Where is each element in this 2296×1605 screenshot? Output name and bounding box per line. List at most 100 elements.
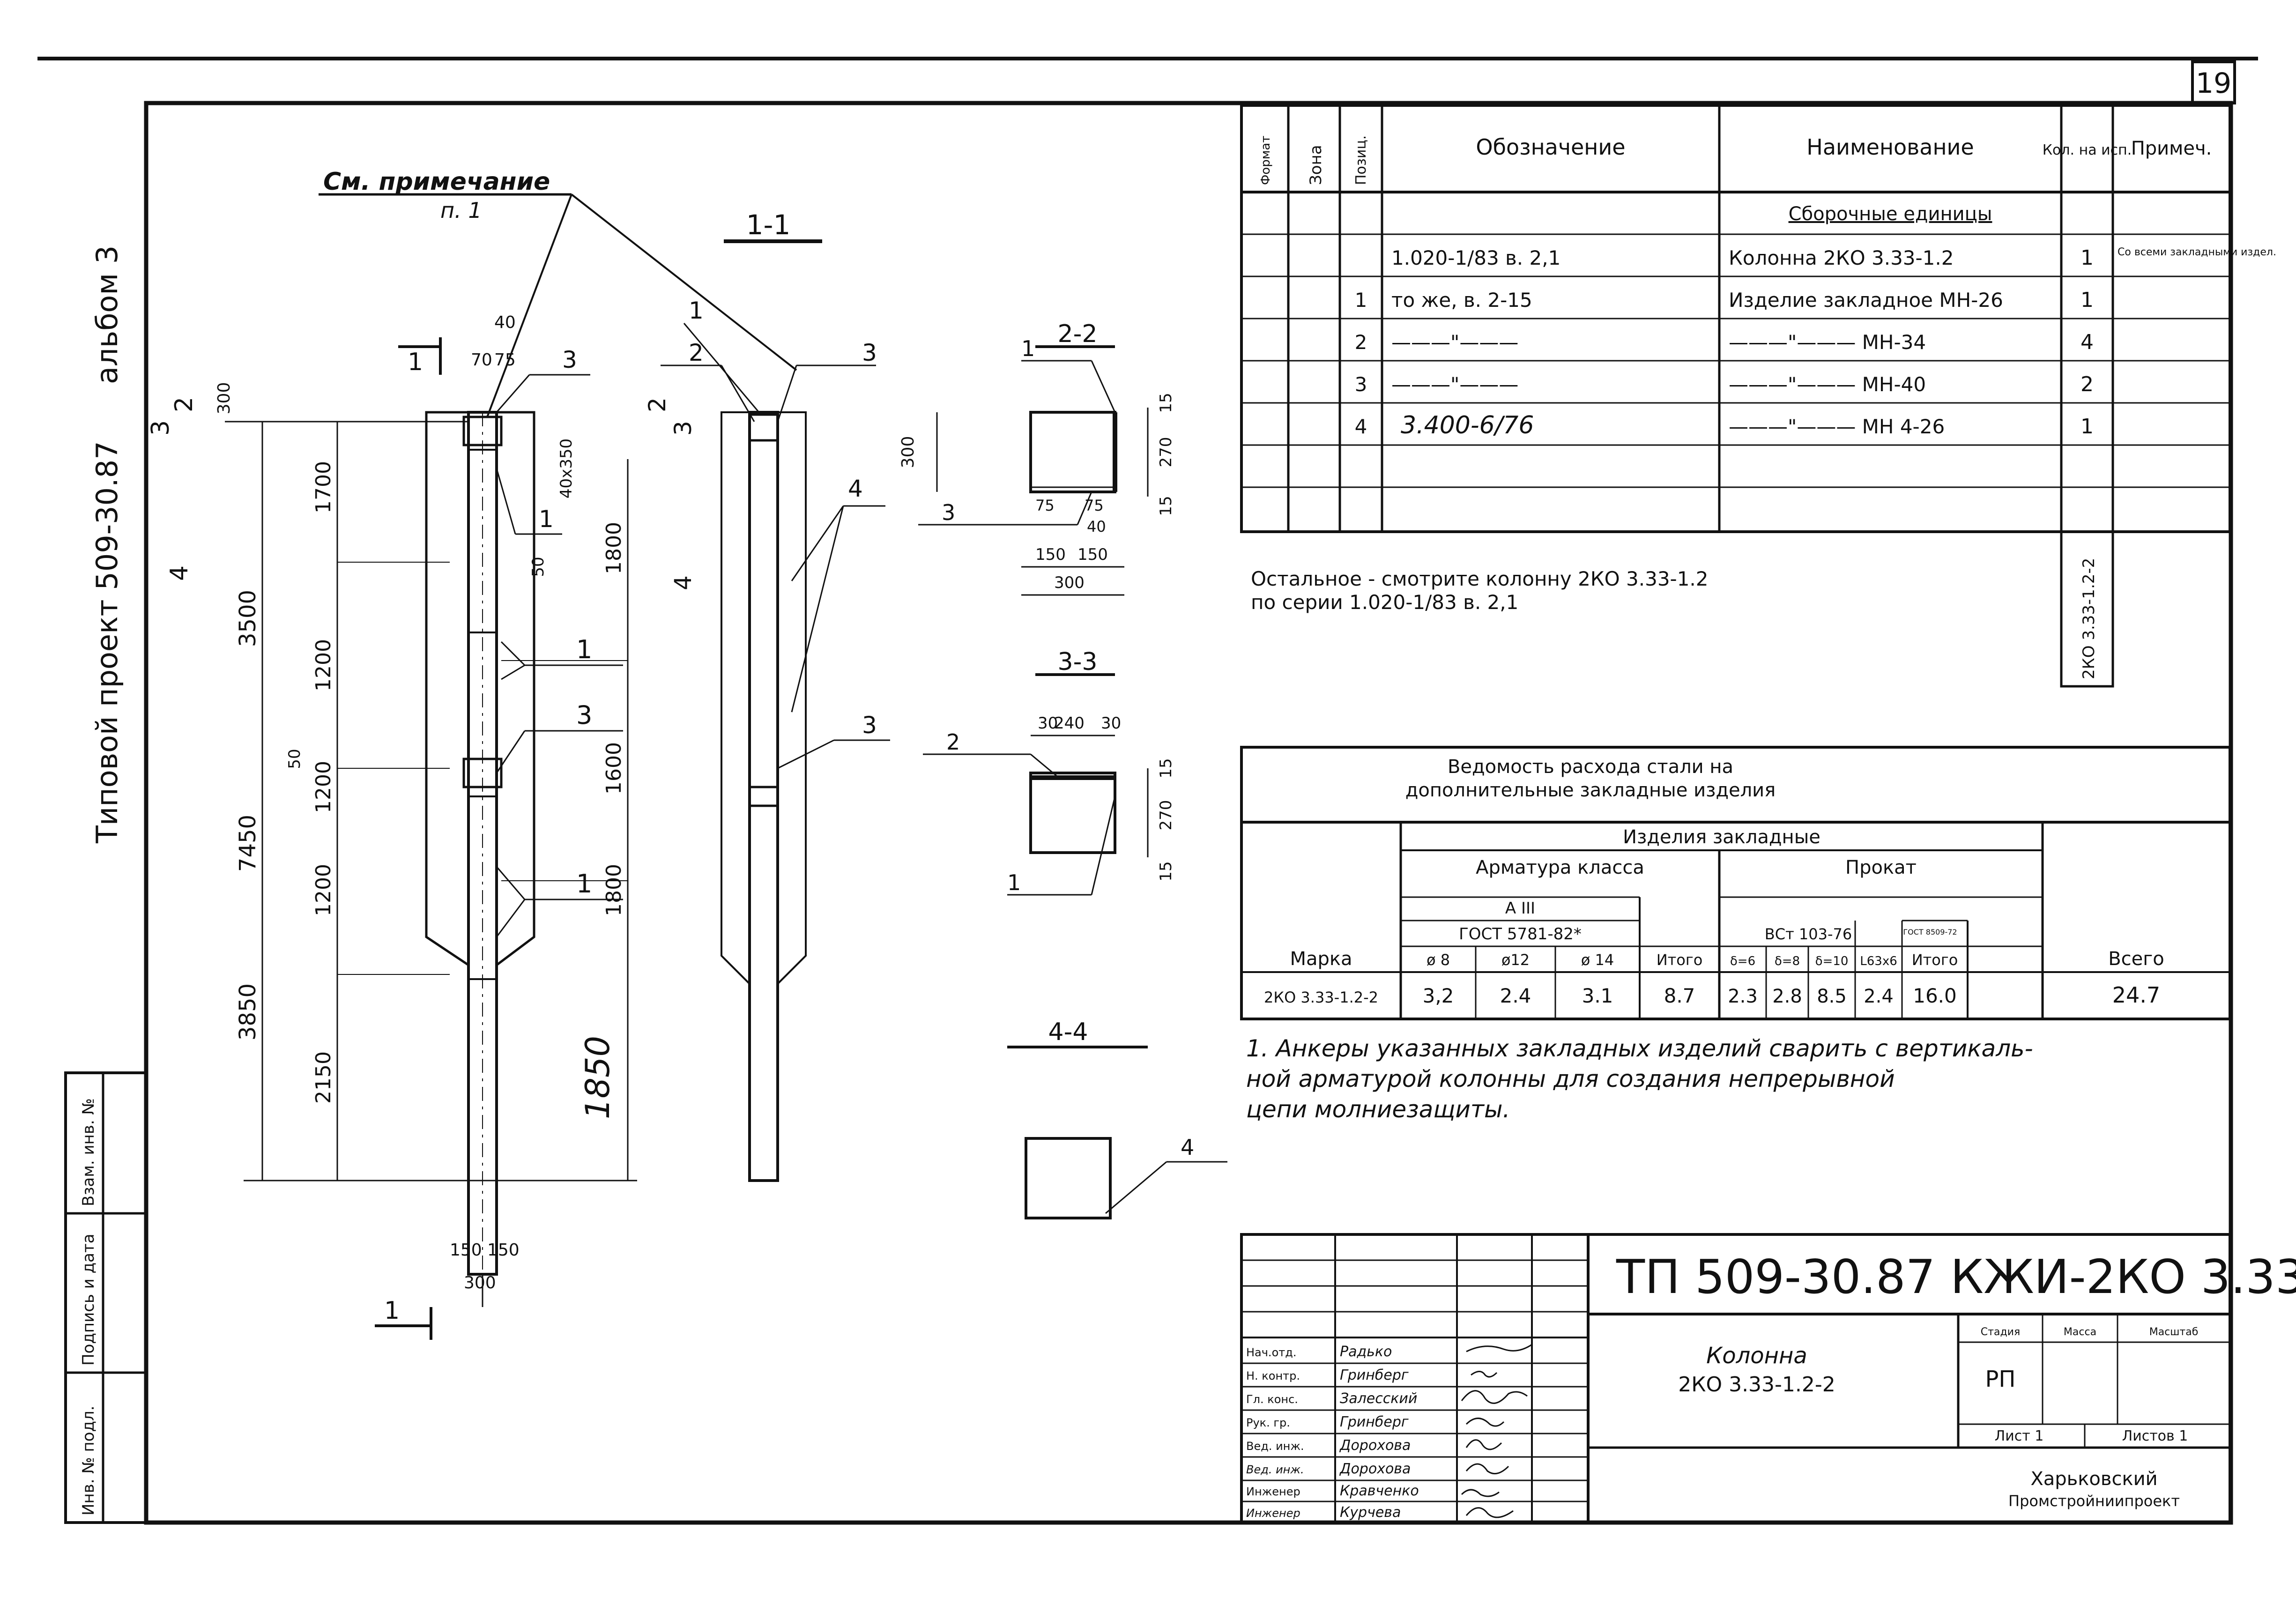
cut-mark-1-bottom: 1 <box>384 1297 400 1325</box>
section-3-3: 3-3 30 240 30 2 1 15 270 15 <box>923 648 1175 896</box>
section-4-4: 4-4 4 <box>1007 1018 1227 1219</box>
sheets-label: Листов 1 <box>2122 1428 2188 1444</box>
s33-w30a: 30 <box>1038 714 1058 733</box>
sheet-label: Лист 1 <box>1995 1428 2044 1444</box>
dim-50-a: 50 <box>529 557 548 577</box>
staff-2-role: Н. контр. <box>1246 1369 1300 1382</box>
s22-callout-1: 1 <box>1021 336 1035 361</box>
callout-3-top: 3 <box>562 346 577 373</box>
dim-50-b: 50 <box>285 749 304 769</box>
steel-row-total1: 8.7 <box>1664 984 1695 1007</box>
staff-3-role: Гл. конс. <box>1246 1393 1298 1406</box>
steel-consumption-table: Ведомость расхода стали на дополнительны… <box>1240 746 2231 1020</box>
sheet-number-box <box>2191 60 2236 104</box>
s22-t270: 270 <box>1157 437 1175 468</box>
s44-callout-4: 4 <box>1181 1135 1194 1160</box>
dim-40: 40 <box>494 313 516 332</box>
dim-40x350: 40x350 <box>557 438 576 498</box>
callout-1-top: 1 <box>539 505 554 533</box>
steel-rolled-gost: ВСт 103-76 <box>1765 925 1852 943</box>
s33-w30b: 30 <box>1101 714 1121 733</box>
spec-row-5-designation: 3.400-6/76 <box>1401 411 1534 439</box>
signatures <box>1461 1344 1532 1518</box>
cut-mark-2-left: 2 <box>170 397 198 412</box>
steel-rebar-gost: ГОСТ 5781-82* <box>1459 925 1582 944</box>
section-1-1: 1-1 1 2 3 4 3 3 2 4 <box>644 209 890 1182</box>
s11-callout-2: 2 <box>689 339 704 366</box>
spec-row-3-name: ———"——— МН-34 <box>1729 331 1926 354</box>
staff-6-role: Вед. инж. <box>1246 1463 1304 1476</box>
staff-8-name: Курчева <box>1340 1504 1401 1521</box>
s11-callout-3: 3 <box>862 339 877 366</box>
staff-8-role: Инженер <box>1246 1507 1300 1520</box>
note-line1: 1. Анкеры указанных закладных изделий св… <box>1246 1035 2033 1062</box>
section-3-3-outline <box>1029 772 1116 854</box>
spec-row-3-pos: 2 <box>1355 331 1367 354</box>
dim-1200-b: 1200 <box>312 761 335 813</box>
steel-row-d8: 3,2 <box>1423 984 1454 1007</box>
steel-row-t10: 8.5 <box>1817 986 1847 1007</box>
staff-7-name: Кравченко <box>1340 1483 1419 1499</box>
drawing-name-line1: Колонна <box>1706 1343 1807 1369</box>
spec-h-pos: Позиц. <box>1353 135 1369 185</box>
spec-row-2-qty: 1 <box>2081 288 2094 312</box>
dim-150-left: 150 <box>450 1241 482 1260</box>
staff-6-name: Дорохова <box>1339 1461 1411 1477</box>
steel-rolled: Прокат <box>1845 857 1917 878</box>
spec-row-1-designation: 1.020-1/83 в. 2,1 <box>1391 246 1560 269</box>
s11-callout-1: 1 <box>689 297 704 324</box>
s11-callout-4: 4 <box>848 475 863 502</box>
spec-row-1-name: Колонна 2КО 3.33-1.2 <box>1729 246 1954 269</box>
scale-header: Масштаб <box>2149 1326 2199 1338</box>
s22-w150b: 150 <box>1077 545 1108 564</box>
steel-h-all: Всего <box>2108 948 2164 970</box>
drawing-name-line2: 2КО 3.33-1.2-2 <box>1678 1373 1835 1397</box>
callout-3-mid: 3 <box>576 700 592 730</box>
dim-7450: 7450 <box>235 815 261 872</box>
note-reference-item: п. 1 <box>440 198 482 223</box>
s22-w150a: 150 <box>1035 545 1066 564</box>
section-2-2-outline <box>1029 411 1116 493</box>
section-4-4-outline <box>1025 1137 1112 1219</box>
spec-h-format: Формат <box>1259 136 1273 186</box>
sheet-number: 19 <box>2196 67 2231 100</box>
dim-2150: 2150 <box>312 1051 335 1104</box>
dim-1800-b: 1800 <box>602 864 626 916</box>
s22-w40: 40 <box>1087 518 1106 535</box>
steel-row-t6: 2.3 <box>1728 986 1758 1007</box>
staff-1-name: Радько <box>1340 1344 1392 1360</box>
dim-300-bottom: 300 <box>464 1273 496 1293</box>
spec-row-4-pos: 3 <box>1355 373 1367 396</box>
strip-sign: Подпись и дата <box>79 1233 98 1366</box>
strip-vz: Взам. инв. № <box>79 1098 98 1206</box>
cut-mark-1-top: 1 <box>408 348 423 376</box>
steel-h-d12: ø12 <box>1501 951 1530 969</box>
s33-w240: 240 <box>1054 714 1085 733</box>
steel-mark-h: Марка <box>1290 948 1352 970</box>
s22-callout-3: 3 <box>942 500 955 525</box>
organization-line2: Промстройниипроект <box>2008 1492 2180 1510</box>
staff-1-role: Нач.отд. <box>1246 1346 1296 1359</box>
dim-1850: 1850 <box>579 1036 617 1119</box>
section-1-1-column <box>748 411 779 1182</box>
spec-row-4-qty: 2 <box>2081 372 2094 396</box>
spec-row-2-designation: то же, в. 2-15 <box>1391 289 1532 312</box>
stage-value: РП <box>1985 1366 2015 1392</box>
see-also-line1: Остальное - смотрите колонну 2КО 3.33-1.… <box>1251 567 1709 590</box>
steel-row-d14: 3.1 <box>1582 984 1613 1007</box>
s33-t270: 270 <box>1157 800 1175 831</box>
cut-mark-4-left: 4 <box>165 565 193 581</box>
spec-row-2-name: Изделие закладное МН-26 <box>1729 289 2003 312</box>
spec-row-3-qty: 4 <box>2081 330 2094 354</box>
dim-300: 300 <box>215 382 234 415</box>
see-also-line2: по серии 1.020-1/83 в. 2,1 <box>1251 591 1518 614</box>
s33-t15a: 15 <box>1157 758 1175 778</box>
steel-rebar-class: А III <box>1505 899 1535 918</box>
specification-table: Формат Зона Позиц. Обозначение Наименова… <box>1240 104 2276 688</box>
staff-2-name: Гринберг <box>1340 1367 1409 1383</box>
section-2-2: 2-2 1 3 300 15 270 15 75 75 40 150 150 3… <box>899 320 1175 596</box>
dim-1700: 1700 <box>312 461 335 513</box>
s22-w75b: 75 <box>1085 497 1104 514</box>
s33-callout-1: 1 <box>1007 870 1021 895</box>
